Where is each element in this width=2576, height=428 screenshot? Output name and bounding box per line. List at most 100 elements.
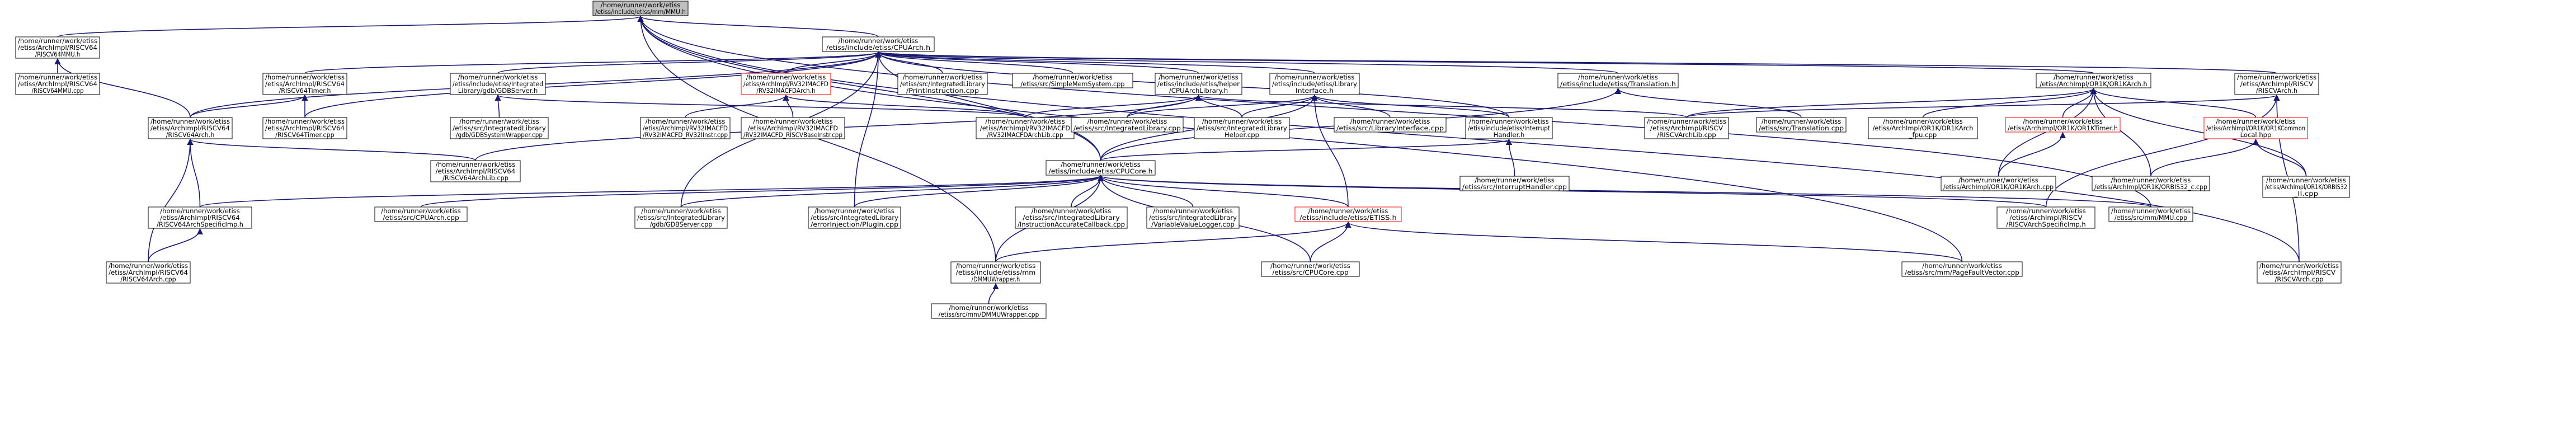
node-rv32lib-cpp[interactable]: /home/runner/work/etiss/etiss/ArchImpl/R… xyxy=(976,117,1075,139)
node-helper-h[interactable]: /home/runner/work/etiss/etiss/include/et… xyxy=(1155,73,1242,95)
edge-gdbsyswrap_cpp-to-gdbserver_h xyxy=(495,94,501,118)
node-cpuarch-h[interactable]: /home/runner/work/etiss/etiss/include/et… xyxy=(822,36,935,52)
node-orbis-c[interactable]: /home/runner/work/etiss/etiss/ArchImpl/O… xyxy=(2092,176,2210,191)
node-label-line: /etiss/src/mm/DMMUWrapper.cpp xyxy=(939,311,1039,318)
node-box xyxy=(640,117,731,139)
node-label-line: /RISCV64MMU.h xyxy=(35,50,81,58)
edge-rv32lib_cpp-to-helper_h xyxy=(1024,94,1202,118)
node-cpucore-cpp[interactable]: /home/runner/work/etiss/etiss/src/CPUCor… xyxy=(1261,261,1360,277)
node-cpuarch-cpp[interactable]: /home/runner/work/etiss/etiss/src/CPUArc… xyxy=(374,206,468,222)
node-label-line: /home/runner/work/etiss xyxy=(646,117,726,125)
node-dmmuwrapper-h[interactable]: /home/runner/work/etiss/etiss/include/et… xyxy=(950,261,1041,284)
node-or1ktimer-h[interactable]: /home/runner/work/etiss/etiss/ArchImpl/O… xyxy=(2005,117,2121,133)
node-riscv-h[interactable]: /home/runner/work/etiss/etiss/ArchImpl/R… xyxy=(2234,73,2319,95)
node-label-line: /home/runner/work/etiss xyxy=(956,262,1036,270)
node-translation-h[interactable]: /home/runner/work/etiss/etiss/include/et… xyxy=(1557,73,1679,88)
node-or1k-h[interactable]: /home/runner/work/etiss/etiss/ArchImpl/O… xyxy=(2036,73,2151,88)
node-instrcb-cpp[interactable]: /home/runner/work/etiss/etiss/src/Integr… xyxy=(1015,206,1128,229)
node-label-line: /etiss/ArchImpl/RISCV xyxy=(2009,214,2082,222)
node-riscvlib-cpp[interactable]: /home/runner/work/etiss/etiss/ArchImpl/R… xyxy=(1644,117,1729,139)
node-intlibhelper-cpp[interactable]: /home/runner/work/etiss/etiss/src/Integr… xyxy=(1194,117,1290,139)
node-label-line: /etiss/ArchImpl/RV32IMACFD xyxy=(748,124,838,132)
edge-or1kcommon_h-to-or1k_h xyxy=(2090,87,2257,118)
edge-translation_h-to-cpuarch_h xyxy=(875,51,1619,74)
edge-rv64arch_cpp-to-rv64spec_h xyxy=(148,228,204,262)
node-errorinj-cpp[interactable]: /home/runner/work/etiss/etiss/src/Integr… xyxy=(808,206,901,229)
edge-rv64arch_h-to-rv64timer_h xyxy=(190,94,308,118)
node-label-line: /etiss/include/etiss/mm/MMU.h xyxy=(595,8,686,16)
node-pagefault-cpp[interactable]: /home/runner/work/etiss/etiss/src/mm/Pag… xyxy=(1901,261,2023,277)
edge-gdbserver_cpp-to-cpucore_h xyxy=(680,175,1104,208)
node-rv64lib-cpp[interactable]: /home/runner/work/etiss/etiss/ArchImpl/R… xyxy=(430,160,521,182)
node-gdbserver-cpp[interactable]: /home/runner/work/etiss/etiss/src/Integr… xyxy=(634,206,728,229)
node-label-line: /etiss/ArchImpl/RISCV xyxy=(2240,80,2313,88)
node-or1kcommon-h[interactable]: /home/runner/work/etiss/etiss/ArchImpl/O… xyxy=(2203,117,2308,139)
edge-libiface_cpp-to-libiface_h xyxy=(1311,94,1391,118)
node-box xyxy=(808,206,901,229)
node-label-line: /home/runner/work/etiss xyxy=(381,207,461,215)
node-label-line: /etiss/include/etiss/CPUCore.h xyxy=(1049,167,1153,175)
node-label-line: /etiss/include/etiss/Library xyxy=(1272,80,1357,88)
node-label-line: /RISCV64MMU.cpp xyxy=(32,87,84,95)
node-label-line: /etiss/ArchImpl/RV32IMACFD xyxy=(980,124,1070,132)
node-riscvarch-cpp[interactable]: /home/runner/work/etiss/etiss/ArchImpl/R… xyxy=(2257,261,2342,284)
node-simplemem-cpp[interactable]: /home/runner/work/etiss/etiss/src/Simple… xyxy=(1012,73,1133,88)
node-cpucore-h[interactable]: /home/runner/work/etiss/etiss/include/et… xyxy=(1046,160,1156,176)
edge-cpuarch_cpp-to-cpucore_h xyxy=(420,175,1104,208)
node-label-line: /etiss/ArchImpl/OR1K/OR1KCommon xyxy=(2206,124,2305,132)
node-gdbsyswrap-cpp[interactable]: /home/runner/work/etiss/etiss/src/Integr… xyxy=(450,117,549,139)
node-label-line: /home/runner/work/etiss xyxy=(2216,117,2296,125)
node-root[interactable]: /home/runner/work/etiss/etiss/include/et… xyxy=(592,1,689,16)
node-translation-cpp[interactable]: /home/runner/work/etiss/etiss/src/Transl… xyxy=(1756,117,1847,133)
node-rv64timer-h[interactable]: /home/runner/work/etiss/etiss/ArchImpl/R… xyxy=(262,73,347,95)
node-rv64arch-cpp[interactable]: /home/runner/work/etiss/etiss/ArchImpl/R… xyxy=(106,261,191,284)
node-libiface-h[interactable]: /home/runner/work/etiss/etiss/include/et… xyxy=(1269,73,1360,95)
node-label-line: /home/runner/work/etiss xyxy=(2111,176,2191,184)
node-label-line: /etiss/ArchImpl/OR1K/ORBIS32 xyxy=(2265,183,2347,191)
node-label-line: /etiss/ArchImpl/RISCV64 xyxy=(150,124,230,132)
node-mmu-cpp[interactable]: /home/runner/work/etiss/etiss/src/mm/MMU… xyxy=(2108,206,2193,222)
edge-riscvlib_cpp-to-riscv_h xyxy=(1686,94,2280,118)
node-label-line: _II.cpp xyxy=(2294,190,2319,197)
node-interrupt-cpp[interactable]: /home/runner/work/etiss/etiss/src/Interr… xyxy=(1459,176,1570,191)
node-box xyxy=(450,117,549,139)
node-rv64mmu-cpp[interactable]: /home/runner/work/etiss/etiss/ArchImpl/R… xyxy=(15,73,100,95)
node-or1karch-cpp[interactable]: /home/runner/work/etiss/etiss/ArchImpl/O… xyxy=(1941,176,2056,191)
node-rv32instr-cpp[interactable]: /home/runner/work/etiss/etiss/ArchImpl/R… xyxy=(640,117,731,139)
node-etiss-h[interactable]: /home/runner/work/etiss/etiss/include/et… xyxy=(1294,206,1402,222)
node-box xyxy=(148,117,233,139)
node-label-line: /etiss/include/etiss/Integrated xyxy=(453,80,543,88)
node-rv32base-cpp[interactable]: /home/runner/work/etiss/etiss/ArchImpl/R… xyxy=(741,117,845,139)
node-riscvspec-h[interactable]: /home/runner/work/etiss/etiss/ArchImpl/R… xyxy=(1996,206,2095,229)
node-rv64arch-h[interactable]: /home/runner/work/etiss/etiss/ArchImpl/R… xyxy=(148,117,233,139)
node-label-line: /etiss/src/Translation.cpp xyxy=(1759,124,1844,132)
node-box xyxy=(1941,176,2056,191)
node-label-line: /home/runner/work/etiss xyxy=(641,207,721,215)
node-box xyxy=(148,206,252,229)
node-box xyxy=(950,261,1041,284)
node-label-line: /RISCV64ArchLib.cpp xyxy=(442,174,508,182)
edge-orbis_ii-to-or1k_h xyxy=(2090,87,2307,177)
edge-simplemem_cpp-to-cpuarch_h xyxy=(875,51,1073,74)
node-rv32mcfd-h[interactable]: /home/runner/work/etiss/etiss/ArchImpl/R… xyxy=(741,73,831,95)
node-label-line: /etiss/ArchImpl/OR1K/OR1KArch xyxy=(1873,124,1974,132)
node-label-line: /home/runner/work/etiss xyxy=(1153,207,1233,215)
node-interrupt-h[interactable]: /home/runner/work/etiss/etiss/include/et… xyxy=(1465,117,1553,139)
node-printinstr-cpp[interactable]: /home/runner/work/etiss/etiss/src/Integr… xyxy=(897,73,988,95)
node-dmmuwrapper-cpp[interactable]: /home/runner/work/etiss/etiss/src/mm/DMM… xyxy=(931,303,1047,319)
node-rv64mmu-h[interactable]: /home/runner/work/etiss/etiss/ArchImpl/R… xyxy=(15,36,100,59)
edge-orbis_ii-to-or1kcommon_h xyxy=(2252,138,2307,177)
node-rv64spec-h[interactable]: /home/runner/work/etiss/etiss/ArchImpl/R… xyxy=(148,206,252,229)
node-label-line: /home/runner/work/etiss xyxy=(2266,176,2346,184)
node-libiface-cpp[interactable]: /home/runner/work/etiss/etiss/src/Librar… xyxy=(1334,117,1447,133)
node-label-line: Library/gdb/GDBServer.h xyxy=(458,87,538,95)
node-label-line: /home/runner/work/etiss xyxy=(903,73,983,81)
node-rv64timer-cpp[interactable]: /home/runner/work/etiss/etiss/ArchImpl/R… xyxy=(262,117,347,139)
node-varvalue-cpp[interactable]: /home/runner/work/etiss/etiss/src/Integr… xyxy=(1146,206,1240,229)
node-gdbserver-h[interactable]: /home/runner/work/etiss/etiss/include/et… xyxy=(450,73,546,95)
node-orbis-ii[interactable]: /home/runner/work/etiss/etiss/ArchImpl/O… xyxy=(2262,176,2350,198)
edge-varvalue_cpp-to-cpucore_h xyxy=(1097,175,1194,208)
node-or1kfpu-cpp[interactable]: /home/runner/work/etiss/etiss/ArchImpl/O… xyxy=(1868,117,1978,139)
node-intlib-cpp[interactable]: /home/runner/work/etiss/etiss/src/Integr… xyxy=(1071,117,1184,133)
node-box xyxy=(976,117,1075,139)
